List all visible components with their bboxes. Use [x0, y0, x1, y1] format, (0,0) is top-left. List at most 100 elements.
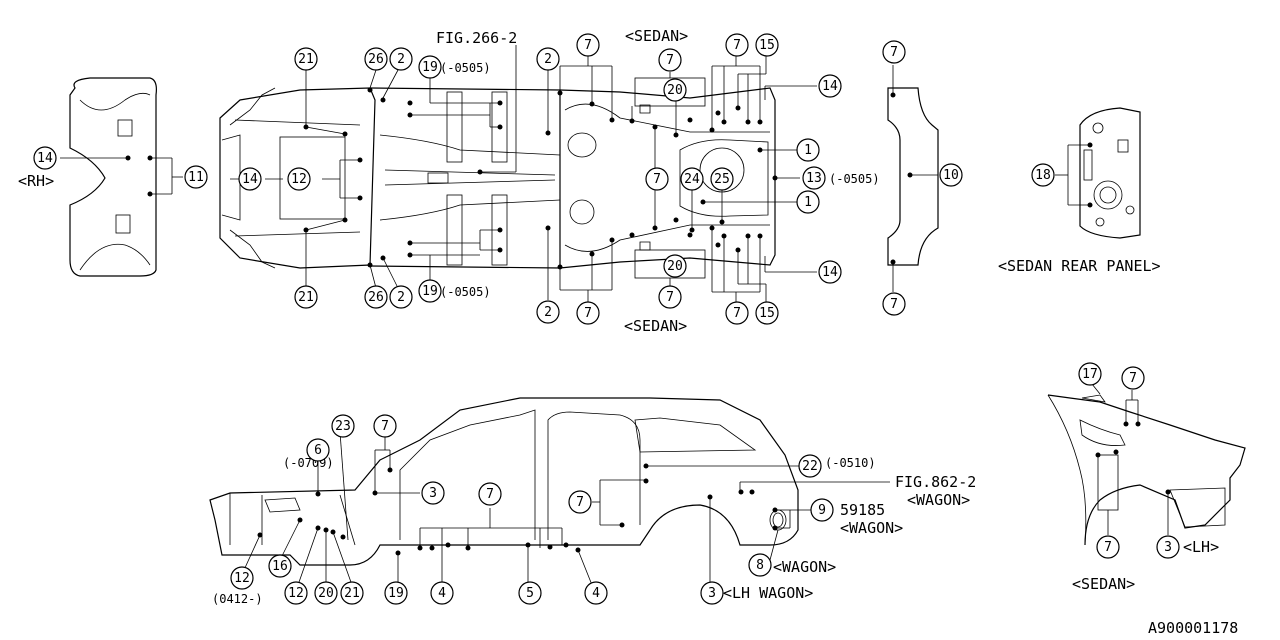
sedan-side-label: <SEDAN>	[1072, 575, 1135, 593]
callout-23[interactable]: 23	[331, 414, 355, 438]
callout-7[interactable]: 7	[478, 482, 502, 506]
callout-number: 5	[526, 586, 534, 601]
callout-15[interactable]: 15	[755, 33, 779, 57]
callout-14[interactable]: 14	[238, 167, 262, 191]
callout-number: 19	[422, 60, 438, 75]
callout-14[interactable]: 14	[818, 260, 842, 284]
callout-19[interactable]: 19	[418, 55, 442, 79]
callout-18[interactable]: 18	[1031, 163, 1055, 187]
callout-10[interactable]: 10	[939, 163, 963, 187]
callout-7[interactable]: 7	[1121, 366, 1145, 390]
sedan-side	[1047, 383, 1246, 546]
callout-2[interactable]: 2	[536, 47, 560, 71]
callout-circle	[364, 47, 388, 71]
callout-2[interactable]: 2	[389, 47, 413, 71]
callout-number: 4	[592, 586, 600, 601]
fig-862-2-label[interactable]: FIG.862-2	[895, 473, 976, 491]
callout-number: 20	[318, 586, 334, 601]
callout-number: 1	[804, 195, 812, 210]
callout-circle	[1156, 535, 1180, 559]
callout-number: 7	[576, 495, 584, 510]
callout-22[interactable]: 22	[798, 454, 822, 478]
callout-number: 7	[890, 45, 898, 60]
callout-circle	[748, 553, 772, 577]
callout-circle	[645, 167, 669, 191]
callout-8[interactable]: 8	[748, 553, 772, 577]
sedan-bottom-label: <SEDAN>	[624, 317, 687, 335]
callout-13[interactable]: 13	[802, 166, 826, 190]
sedan-top-label: <SEDAN>	[625, 27, 688, 45]
callout-2[interactable]: 2	[389, 285, 413, 309]
callout-1[interactable]: 1	[796, 190, 820, 214]
callout-circle	[389, 285, 413, 309]
callout-4[interactable]: 4	[430, 581, 454, 605]
callout-circle	[418, 279, 442, 303]
callout-number: 12	[291, 172, 307, 187]
callout-20[interactable]: 20	[663, 254, 687, 278]
callout-3[interactable]: 3	[421, 481, 445, 505]
callout-26[interactable]: 26	[364, 47, 388, 71]
callout-20[interactable]: 20	[663, 78, 687, 102]
callout-7[interactable]: 7	[725, 33, 749, 57]
callout-19[interactable]: 19	[418, 279, 442, 303]
callout-number: 2	[544, 52, 552, 67]
callout-16[interactable]: 16	[268, 554, 292, 578]
callout-number: 2	[397, 290, 405, 305]
callout-number: 3	[1164, 540, 1172, 555]
callout-25[interactable]: 25	[710, 167, 734, 191]
callout-number: 12	[288, 586, 304, 601]
callout-7[interactable]: 7	[568, 490, 592, 514]
wagon-label-c: <WAGON>	[773, 558, 836, 576]
fig-266-2-label[interactable]: FIG.266-2	[436, 29, 517, 47]
callout-12[interactable]: 12	[287, 167, 311, 191]
callout-circle	[536, 300, 560, 324]
callout-12[interactable]: 12	[284, 581, 308, 605]
code-0505-c: (-0505)	[829, 172, 880, 186]
callout-circle	[810, 498, 834, 522]
part-59185-label: 59185	[840, 501, 885, 519]
callout-7[interactable]: 7	[658, 48, 682, 72]
callout-14[interactable]: 14	[33, 146, 57, 170]
callout-24[interactable]: 24	[680, 167, 704, 191]
callout-7[interactable]: 7	[645, 167, 669, 191]
callout-circle	[184, 165, 208, 189]
callout-7[interactable]: 7	[576, 301, 600, 325]
callout-circle	[1096, 535, 1120, 559]
callout-17[interactable]: 17	[1078, 362, 1102, 386]
callout-7[interactable]: 7	[725, 301, 749, 325]
callout-7[interactable]: 7	[882, 40, 906, 64]
callout-7[interactable]: 7	[373, 414, 397, 438]
callout-circle	[798, 454, 822, 478]
callout-circle	[700, 581, 724, 605]
callout-19[interactable]: 19	[384, 581, 408, 605]
callout-7[interactable]: 7	[882, 292, 906, 316]
callout-21[interactable]: 21	[294, 47, 318, 71]
callout-15[interactable]: 15	[755, 301, 779, 325]
sedan-rear-panel	[1055, 107, 1141, 239]
callout-circle	[680, 167, 704, 191]
callout-circle	[1031, 163, 1055, 187]
callout-7[interactable]: 7	[658, 285, 682, 309]
callout-circle	[1078, 362, 1102, 386]
callout-26[interactable]: 26	[364, 285, 388, 309]
callout-1[interactable]: 1	[796, 138, 820, 162]
callout-number: 14	[822, 79, 838, 94]
callout-11[interactable]: 11	[184, 165, 208, 189]
callout-14[interactable]: 14	[818, 74, 842, 98]
callout-9[interactable]: 9	[810, 498, 834, 522]
callout-12[interactable]: 12	[230, 566, 254, 590]
callout-circle	[802, 166, 826, 190]
callout-3[interactable]: 3	[700, 581, 724, 605]
callout-7[interactable]: 7	[1096, 535, 1120, 559]
callout-21[interactable]: 21	[294, 285, 318, 309]
callout-20[interactable]: 20	[314, 581, 338, 605]
callout-21[interactable]: 21	[340, 581, 364, 605]
callout-2[interactable]: 2	[536, 300, 560, 324]
callout-6[interactable]: 6	[306, 438, 330, 462]
callout-3[interactable]: 3	[1156, 535, 1180, 559]
callout-4[interactable]: 4	[584, 581, 608, 605]
callout-circle	[389, 47, 413, 71]
callout-7[interactable]: 7	[576, 33, 600, 57]
callout-5[interactable]: 5	[518, 581, 542, 605]
